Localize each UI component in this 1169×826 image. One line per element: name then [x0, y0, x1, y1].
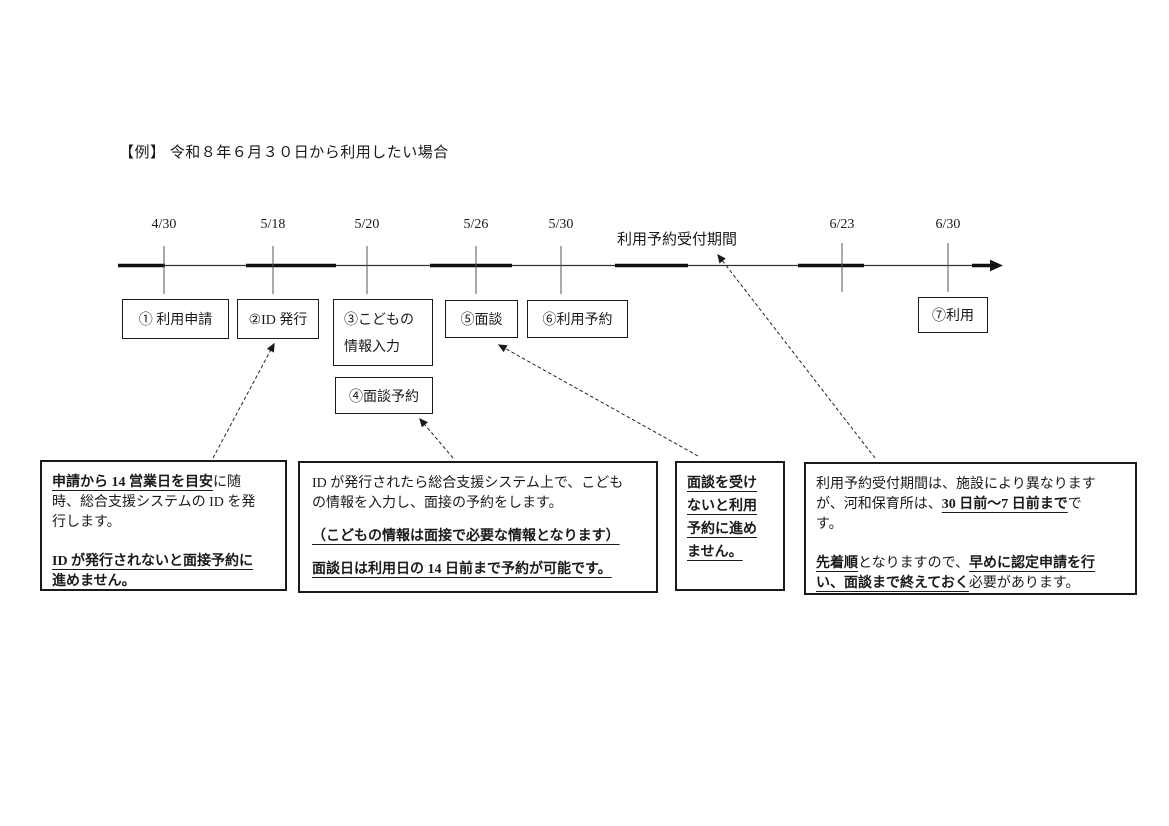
note-paragraph: ID が発行されたら総合支援システム上で、こどもの情報を入力し、面接の予約をしま… — [312, 474, 624, 514]
step-label: ① 利用申請 — [138, 313, 213, 328]
step-box-2-id-issue: ②ID 発行 — [237, 299, 319, 339]
date-label: 5/18 — [260, 217, 286, 232]
note-text-segment: 先着順 — [816, 556, 858, 571]
date-label: 5/30 — [548, 217, 574, 232]
note-interview-required: 面談を受けないと利用予約に進めません。 — [675, 461, 785, 591]
note-text-segment: 早めに認定申請を行い、面談まで終えておく — [816, 556, 1096, 591]
step-box-3-child-info: ③こどもの情報入力 — [333, 299, 433, 366]
date-label: 5/26 — [463, 217, 489, 232]
step-box-6-use-reservation: ⑥利用予約 — [527, 300, 628, 338]
note-text-segment: 必要があります。 — [968, 576, 1080, 591]
note-text-segment: 30 日前～7 日前まで — [941, 497, 1068, 512]
note-paragraph: 利用予約受付期間は、施設により異なりますが、河和保育所は、30 日前～7 日前ま… — [816, 475, 1107, 535]
arrow-note3-to-step5 — [497, 344, 699, 457]
reservation-period-label: 利用予約受付期間 — [617, 232, 738, 248]
step-box-1-application: ① 利用申請 — [122, 299, 229, 339]
arrow-note4-to-period-label — [717, 253, 876, 459]
step-label: ⑦利用 — [932, 309, 974, 324]
annotation-arrows — [212, 253, 876, 459]
arrow-note2-to-step4 — [419, 417, 454, 459]
step-box-5-interview: ⑤面談 — [445, 300, 518, 338]
date-label: 6/30 — [935, 217, 961, 232]
note-text-segment: 申請から 14 営業日を目安 — [52, 475, 213, 490]
note-text-segment: 面談を受けないと利用予約に進めません。 — [687, 476, 757, 560]
step-label: ④面談予約 — [349, 389, 419, 405]
note-text-segment: （こどもの情報は面接で必要な情報となります） — [312, 529, 620, 544]
note-child-info-entry: ID が発行されたら総合支援システム上で、こどもの情報を入力し、面接の予約をしま… — [298, 461, 658, 593]
note-text-segment: 利用予約受付期間は、施設により異なりますが、河和保育所は、 — [816, 477, 1096, 512]
note-paragraph: ID が発行されないと面接予約に進めません。 — [52, 552, 264, 592]
date-label: 5/20 — [354, 217, 380, 232]
note-text-segment: ID が発行されたら総合支援システム上で、こどもの情報を入力し、面接の予約をしま… — [312, 476, 624, 511]
note-paragraph: 先着順となりますので、早めに認定申請を行い、面談まで終えておく必要があります。 — [816, 554, 1107, 594]
step-label: ⑤面談 — [460, 313, 503, 328]
note-reservation-period-detail: 利用予約受付期間は、施設により異なりますが、河和保育所は、30 日前～7 日前ま… — [804, 462, 1137, 595]
step-label: ⑥利用予約 — [542, 313, 613, 328]
note-paragraph: 面談日は利用日の 14 日前まで予約が可能です。 — [312, 560, 624, 580]
date-label: 4/30 — [151, 217, 177, 232]
note-id-issue-timing: 申請から 14 営業日を目安に随時、総合支援システムの ID を発行します。 I… — [40, 460, 287, 591]
note-text-segment: 面談日は利用日の 14 日前まで予約が可能です。 — [312, 562, 612, 577]
note-paragraph: 申請から 14 営業日を目安に随時、総合支援システムの ID を発行します。 — [52, 473, 264, 533]
date-label: 6/23 — [829, 217, 855, 232]
note-paragraph: （こどもの情報は面接で必要な情報となります） — [312, 527, 624, 547]
note-text-segment: です。 — [816, 497, 1082, 532]
step-label: ②ID 発行 — [248, 313, 308, 328]
note-text-segment: に随時、総合支援システムの ID を発行します。 — [52, 475, 256, 530]
step-label: ③こどもの情報入力 — [344, 313, 414, 355]
step-box-7-use: ⑦利用 — [918, 297, 988, 333]
note-text-segment: となりますので、 — [858, 556, 970, 571]
note-paragraph: 面談を受けないと利用予約に進めません。 — [687, 472, 761, 564]
page-title: 【例】 令和８年６月３０日から利用したい場合 — [119, 145, 449, 161]
step-box-4-interview-reservation: ④面談予約 — [335, 377, 433, 414]
arrow-note1-to-step2 — [212, 342, 275, 459]
note-text-segment: ID が発行されないと面接予約に進めません。 — [52, 554, 254, 589]
timeline-ticks — [163, 243, 949, 294]
